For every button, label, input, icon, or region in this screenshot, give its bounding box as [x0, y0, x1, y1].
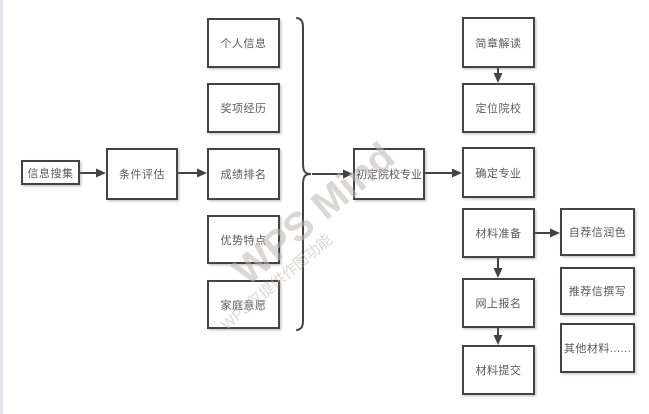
node-label: 材料提交 — [475, 365, 522, 377]
node-label: 个人信息 — [220, 38, 267, 50]
node-label: 定位院校 — [475, 103, 522, 115]
flowchart-node-brochure-read[interactable]: 简章解读 — [462, 17, 535, 68]
node-label: 材料准备 — [475, 228, 522, 240]
node-label: 自荐信润色 — [568, 227, 627, 239]
flowchart-node-material-prep[interactable]: 材料准备 — [462, 208, 535, 258]
arrowhead-icon — [493, 73, 503, 83]
node-label: 成绩排名 — [220, 169, 267, 181]
node-label: 初定院校专业 — [356, 169, 422, 181]
node-label: 条件评估 — [119, 169, 165, 181]
node-label: 推荐信撰写 — [568, 286, 627, 298]
flowchart-node-condition-assess[interactable]: 条件评估 — [106, 148, 178, 200]
flowchart-node-recommendation-write[interactable]: 推荐信撰写 — [560, 267, 635, 315]
arrowhead-icon — [550, 228, 560, 238]
window-edge — [0, 0, 3, 414]
flowchart-node-other-materials[interactable]: 其他材料...... — [560, 323, 635, 373]
node-label: 简章解读 — [475, 37, 522, 50]
node-label: 网上报名 — [475, 298, 522, 310]
arrowhead-icon — [493, 268, 503, 278]
flowchart-node-grades-rank[interactable]: 成绩排名 — [207, 148, 280, 200]
arrowhead-icon — [452, 168, 462, 178]
arrowhead-icon — [493, 335, 503, 345]
node-label: 奖项经历 — [220, 103, 267, 115]
arrowhead-icon — [96, 168, 106, 178]
flowchart-node-cover-letter-polish[interactable]: 自荐信润色 — [560, 208, 635, 256]
flowchart-node-strengths[interactable]: 优势特点 — [207, 215, 280, 264]
flowchart-node-family-wish[interactable]: 家庭意愿 — [207, 280, 280, 329]
flowchart-node-confirm-major[interactable]: 确定专业 — [462, 147, 535, 198]
node-label: 确定专业 — [475, 167, 522, 180]
arrowhead-icon — [197, 168, 207, 178]
arrowhead-icon — [343, 169, 353, 179]
node-label: 家庭意愿 — [220, 299, 267, 312]
flowchart-node-info-collect[interactable]: 信息搜集 — [21, 160, 80, 185]
flowchart-node-preliminary-choice[interactable]: 初定院校专业 — [353, 148, 425, 200]
node-label: 其他材料...... — [563, 343, 632, 355]
flowchart-node-awards-experience[interactable]: 奖项经历 — [207, 83, 280, 133]
group-brace-icon — [296, 17, 312, 331]
node-label: 优势特点 — [220, 234, 267, 247]
flowchart-node-online-register[interactable]: 网上报名 — [462, 278, 535, 328]
node-label: 信息搜集 — [27, 167, 74, 180]
flowchart-node-locate-school[interactable]: 定位院校 — [462, 83, 535, 133]
flowchart-node-personal-info[interactable]: 个人信息 — [207, 18, 280, 68]
flowchart-node-material-submit[interactable]: 材料提交 — [462, 345, 535, 395]
